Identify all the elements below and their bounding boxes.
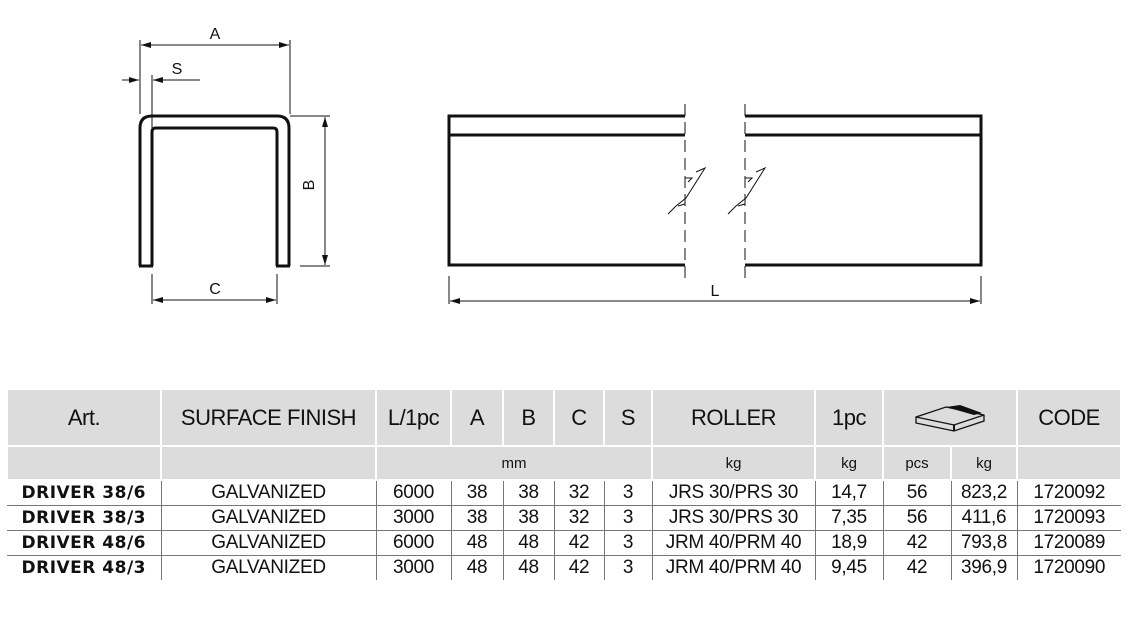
profile-inner-outline <box>150 126 279 266</box>
cell-pcs: 42 <box>882 530 951 556</box>
dimension-s-label: S <box>172 61 183 78</box>
cell-length: 3000 <box>375 555 451 580</box>
cell-code: 1720089 <box>1016 530 1121 556</box>
header-art: Art. <box>6 388 162 447</box>
cell-c: 32 <box>553 480 604 506</box>
units-art <box>6 445 162 481</box>
cell-s: 3 <box>603 505 652 531</box>
header-code: CODE <box>1016 388 1122 447</box>
cell-weight: 14,7 <box>814 480 883 506</box>
cell-s: 3 <box>603 555 652 580</box>
units-code <box>1016 445 1122 481</box>
cell-length: 3000 <box>375 505 451 531</box>
units-package-kg: kg <box>950 445 1018 481</box>
table-row: DRIVER 48/3 GALVANIZED 3000 48 48 42 3 J… <box>7 555 1121 580</box>
cell-pack-kg: 411,6 <box>950 505 1017 531</box>
cell-art: DRIVER 38/6 <box>21 483 146 503</box>
cell-pcs: 42 <box>882 555 951 580</box>
header-roller: ROLLER <box>651 388 816 447</box>
cell-pcs: 56 <box>882 505 951 531</box>
header-s: S <box>603 388 653 447</box>
cell-roller: JRM 40/PRM 40 <box>651 530 815 556</box>
cell-b: 48 <box>502 555 554 580</box>
table-row: DRIVER 38/6 GALVANIZED 6000 38 38 32 3 J… <box>7 480 1121 506</box>
cell-art: DRIVER 48/6 <box>7 530 161 556</box>
dimension-l-label: L <box>711 283 720 300</box>
cell-length: 6000 <box>375 480 451 506</box>
cell-roller: JRS 30/PRS 30 <box>651 480 815 506</box>
side-view-right-segment <box>745 114 983 267</box>
cell-weight: 9,45 <box>814 555 883 580</box>
cell-code: 1720093 <box>1016 505 1121 531</box>
cell-art: DRIVER 48/3 <box>7 555 161 580</box>
cell-pcs: 56 <box>882 480 951 506</box>
break-symbol <box>667 104 767 278</box>
units-surface-finish <box>160 445 377 481</box>
cell-code: 1720092 <box>1016 480 1121 506</box>
cell-c: 42 <box>553 555 604 580</box>
header-surface-finish: SURFACE FINISH <box>160 388 377 447</box>
side-view: L <box>447 104 983 304</box>
header-b: B <box>502 388 555 447</box>
header-package <box>882 388 1018 447</box>
cell-weight: 18,9 <box>814 530 883 556</box>
dimension-c-label: C <box>209 281 221 298</box>
dimension-b-label: B <box>301 180 318 191</box>
cell-a: 48 <box>450 530 503 556</box>
header-length: L/1pc <box>375 388 452 447</box>
header-c: C <box>553 388 605 447</box>
table-row: DRIVER 48/6 GALVANIZED 6000 48 48 42 3 J… <box>7 530 1121 556</box>
cell-a: 38 <box>450 480 503 506</box>
cell-finish: GALVANIZED <box>160 555 376 580</box>
cell-roller: JRS 30/PRS 30 <box>651 505 815 531</box>
cell-weight: 7,35 <box>814 505 883 531</box>
cell-b: 38 <box>502 505 554 531</box>
cell-a: 48 <box>450 555 503 580</box>
units-package-pcs: pcs <box>882 445 952 481</box>
table-row: DRIVER 38/3 GALVANIZED 3000 38 38 32 3 J… <box>7 505 1121 531</box>
cell-roller: JRM 40/PRM 40 <box>651 555 815 580</box>
cell-art: DRIVER 38/3 <box>7 505 161 531</box>
cell-b: 38 <box>502 480 554 506</box>
table-header-row: Art. SURFACE FINISH L/1pc A B C S ROLLER… <box>6 388 1122 447</box>
cell-b: 48 <box>502 530 554 556</box>
cell-finish: GALVANIZED <box>160 505 376 531</box>
cell-s: 3 <box>603 480 652 506</box>
units-weight-1pc: kg <box>814 445 884 481</box>
header-weight-1pc: 1pc <box>814 388 884 447</box>
cell-finish: GALVANIZED <box>160 530 376 556</box>
cell-c: 32 <box>553 505 604 531</box>
units-dimensions: mm <box>375 445 653 481</box>
cell-finish: GALVANIZED <box>160 480 376 506</box>
package-icon <box>915 404 985 432</box>
table-units-row: mm kg kg pcs kg <box>6 445 1122 481</box>
cross-section-view: A S B C <box>122 26 330 304</box>
cell-a: 38 <box>450 505 503 531</box>
side-view-left-segment <box>447 114 685 267</box>
cell-length: 6000 <box>375 530 451 556</box>
units-roller: kg <box>651 445 816 481</box>
profile-outer-outline <box>138 114 291 266</box>
cell-s: 3 <box>603 530 652 556</box>
specification-table: Art. SURFACE FINISH L/1pc A B C S ROLLER… <box>6 388 1122 580</box>
dimension-a-label: A <box>210 26 221 43</box>
technical-drawing: A S B C <box>122 26 983 304</box>
cell-pack-kg: 823,2 <box>950 480 1017 506</box>
cell-pack-kg: 396,9 <box>950 555 1017 580</box>
cell-pack-kg: 793,8 <box>950 530 1017 556</box>
header-a: A <box>450 388 504 447</box>
cell-code: 1720090 <box>1016 555 1121 580</box>
cell-c: 42 <box>553 530 604 556</box>
